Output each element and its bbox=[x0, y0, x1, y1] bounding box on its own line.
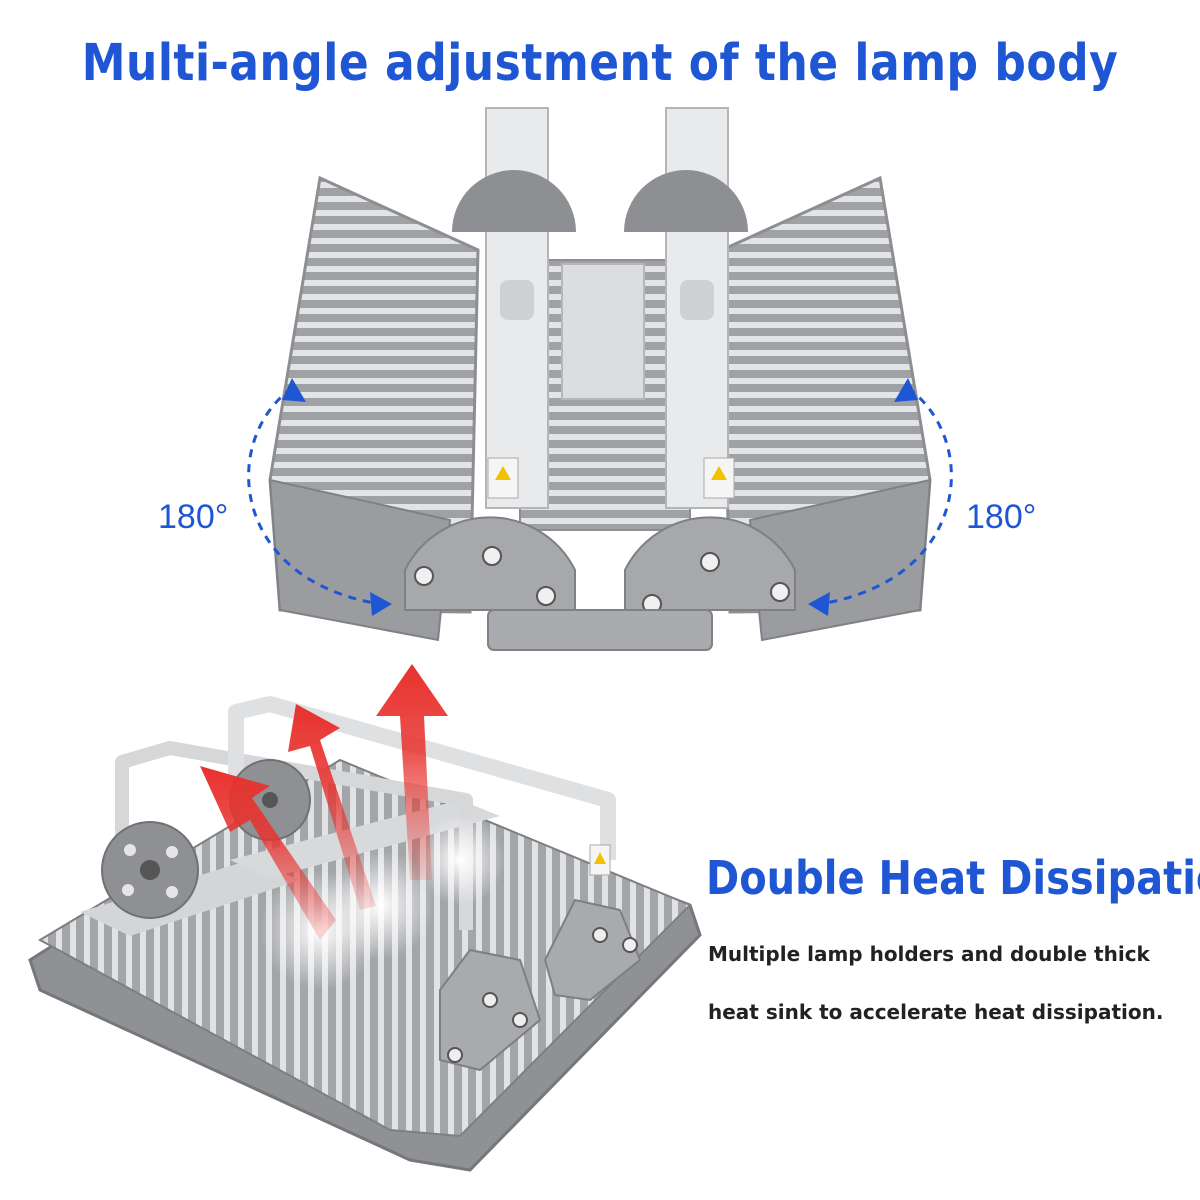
feature-description-line-2: heat sink to accelerate heat dissipation… bbox=[708, 1000, 1164, 1024]
rotation-arrow-left bbox=[247, 378, 392, 616]
angle-label-right: 180° bbox=[966, 498, 1037, 536]
heat-arrow-3 bbox=[376, 664, 448, 880]
heat-arrow-1 bbox=[200, 766, 336, 940]
feature-description-line-1: Multiple lamp holders and double thick bbox=[708, 942, 1150, 966]
front-rotation-plate-2 bbox=[543, 898, 642, 1002]
feature-title: Double Heat Dissipation bbox=[706, 852, 1200, 906]
heat-arrow-2 bbox=[288, 704, 376, 910]
top-lamp-image bbox=[268, 107, 932, 651]
bottom-lamp-image bbox=[28, 696, 702, 1172]
front-rotation-plate-1 bbox=[439, 948, 542, 1072]
rotation-arrow-right bbox=[808, 378, 953, 616]
angle-label-left: 180° bbox=[158, 498, 229, 536]
page-headline: Multi-angle adjustment of the lamp body bbox=[81, 34, 1119, 93]
